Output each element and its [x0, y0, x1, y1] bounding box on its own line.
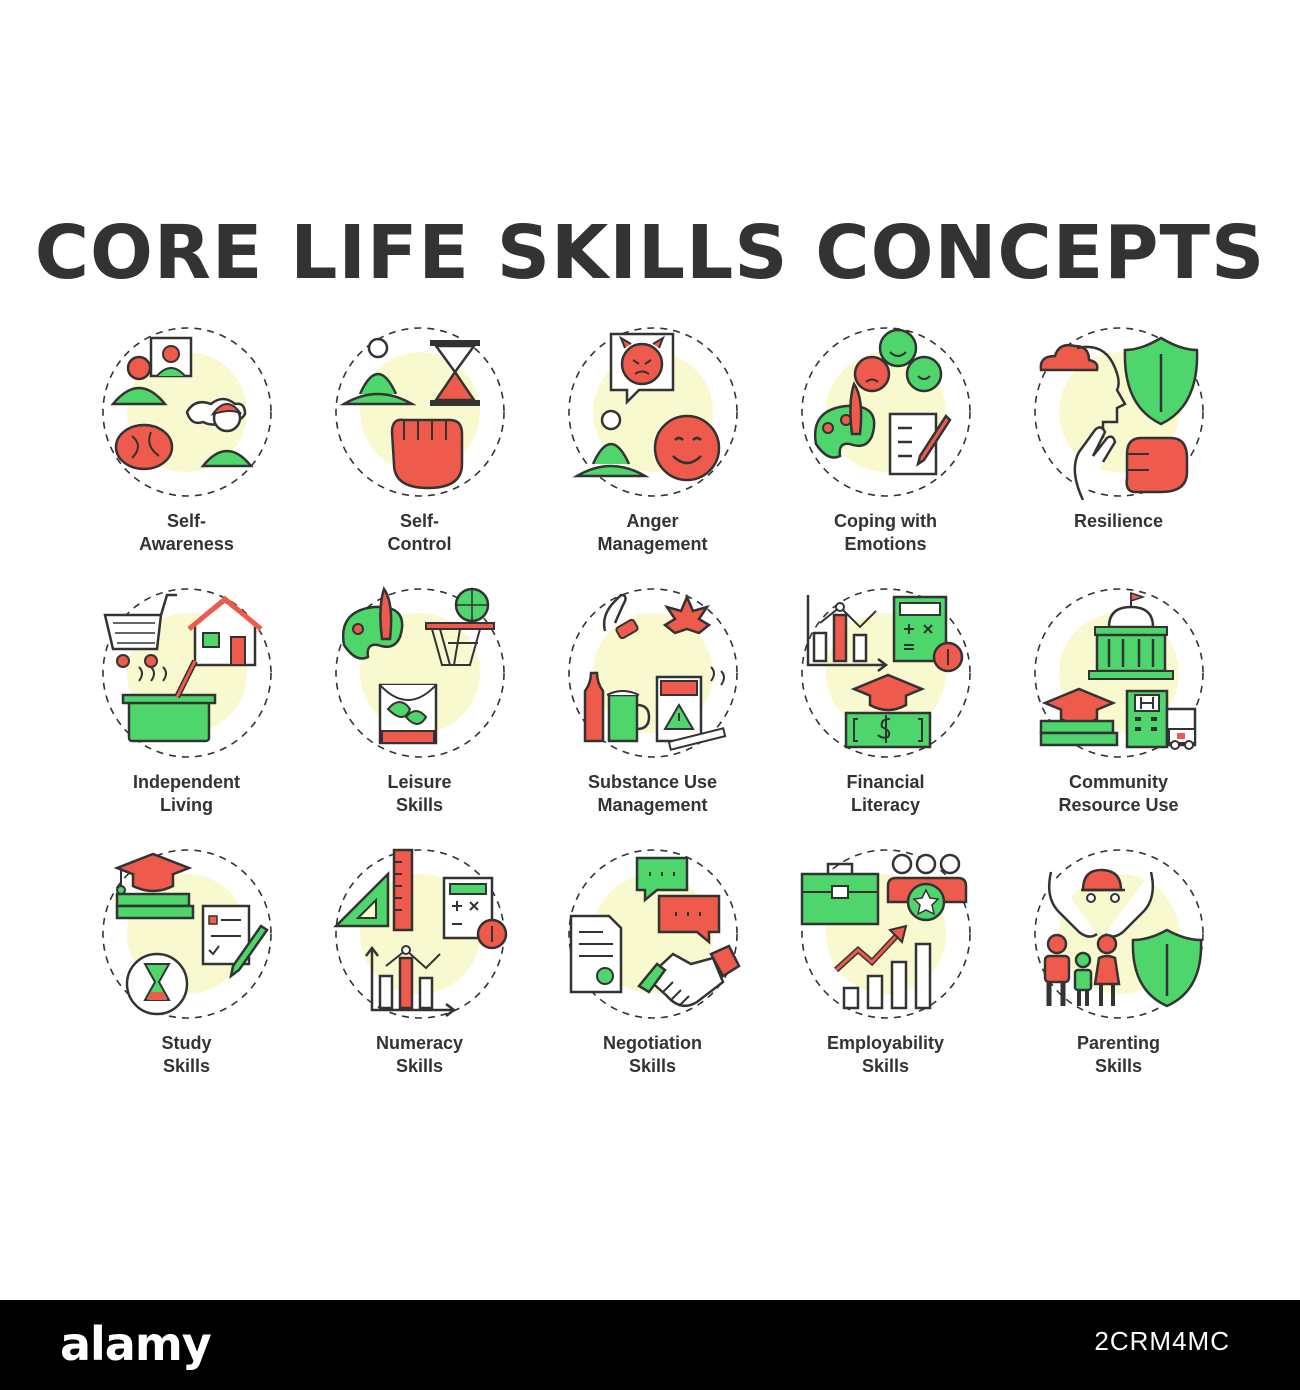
- independent-living-icon: [99, 585, 275, 761]
- concept-item: Parenting Skills: [1002, 840, 1235, 1101]
- leisure-skills-icon: [332, 585, 508, 761]
- anger-management-icon: [565, 324, 741, 500]
- concept-label: Negotiation Skills: [603, 1033, 702, 1076]
- study-skills-icon: [99, 846, 275, 1022]
- substance-use-icon: [565, 585, 741, 761]
- concept-item: Independent Living: [70, 579, 303, 840]
- concept-item: Study Skills: [70, 840, 303, 1101]
- concept-item: Financial Literacy: [769, 579, 1002, 840]
- concept-label: Anger Management: [597, 511, 708, 554]
- page-title: CORE LIFE SKILLS CONCEPTS: [34, 210, 1266, 296]
- concept-item: Coping with Emotions: [769, 318, 1002, 579]
- self-control-icon: [332, 324, 508, 500]
- concept-label: Self- Awareness: [139, 511, 234, 554]
- employability-skills-icon: [798, 846, 974, 1022]
- concept-item: Numeracy Skills: [303, 840, 536, 1101]
- concept-item: Substance Use Management: [536, 579, 769, 840]
- concept-item: Negotiation Skills: [536, 840, 769, 1101]
- icon-grid: Self- Awareness Self- Control Anger Mana…: [70, 318, 1235, 1101]
- concept-item: Self- Control: [303, 318, 536, 579]
- concept-item: Anger Management: [536, 318, 769, 579]
- concept-label: Parenting Skills: [1076, 1033, 1160, 1076]
- concept-item: Employability Skills: [769, 840, 1002, 1101]
- concept-label: Self- Control: [387, 511, 452, 554]
- concept-label: Financial Literacy: [846, 772, 925, 815]
- concept-item: Community Resource Use: [1002, 579, 1235, 840]
- parenting-skills-icon: [1031, 846, 1207, 1022]
- concept-item: Resilience: [1002, 318, 1235, 579]
- coping-emotions-icon: [798, 324, 974, 500]
- concept-label: Leisure Skills: [387, 772, 452, 815]
- watermark-footer: alamy 2CRM4MC: [0, 1300, 1300, 1390]
- concept-item: Leisure Skills: [303, 579, 536, 840]
- alamy-logo: alamy: [60, 1317, 212, 1371]
- self-awareness-icon: [99, 324, 275, 500]
- concept-item: Self- Awareness: [70, 318, 303, 579]
- concept-label: Community Resource Use: [1058, 772, 1179, 815]
- concept-label: Substance Use Management: [587, 772, 718, 815]
- community-resource-icon: [1031, 585, 1207, 761]
- concept-label: Resilience: [1073, 511, 1164, 531]
- concept-label: Coping with Emotions: [834, 511, 937, 554]
- financial-literacy-icon: [798, 585, 974, 761]
- concept-label: Independent Living: [133, 772, 240, 815]
- numeracy-skills-icon: [332, 846, 508, 1022]
- negotiation-skills-icon: [565, 846, 741, 1022]
- resilience-icon: [1031, 324, 1207, 500]
- concept-label: Employability Skills: [826, 1033, 945, 1076]
- stock-id: 2CRM4MC: [1094, 1326, 1230, 1356]
- concept-label: Study Skills: [161, 1033, 212, 1076]
- concept-label: Numeracy Skills: [375, 1033, 464, 1076]
